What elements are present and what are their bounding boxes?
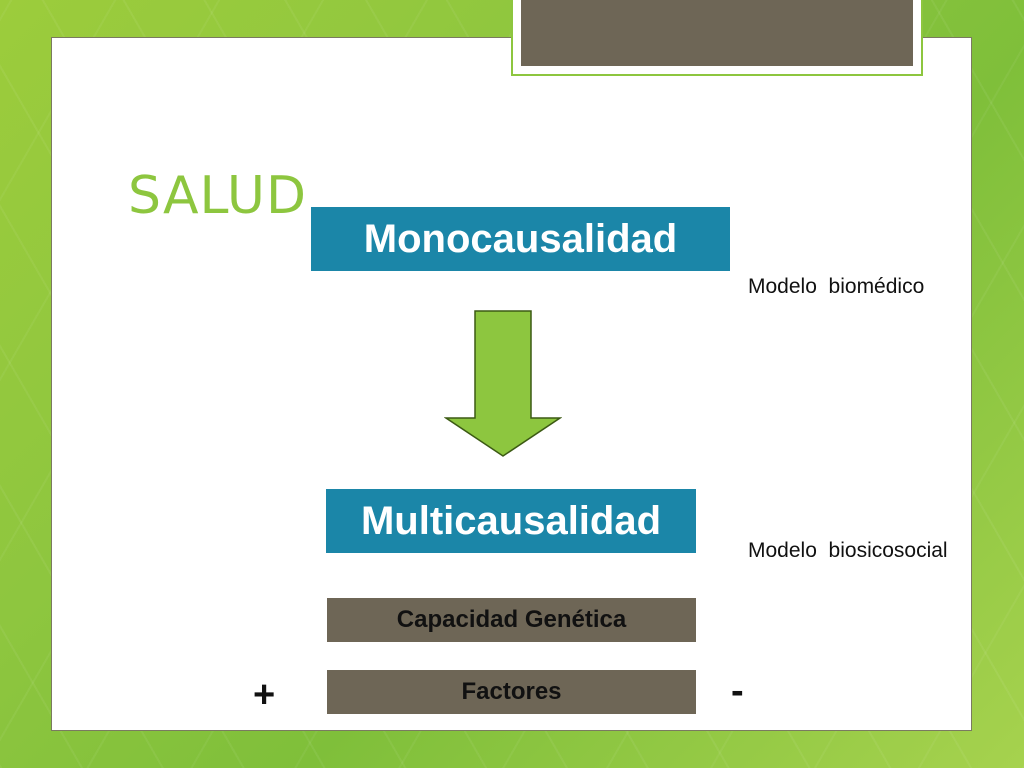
down-arrow-icon [444, 310, 562, 457]
slide-title: SALUD [128, 166, 308, 226]
header-tab-fill [521, 0, 913, 66]
monocausality-box: Monocausalidad [311, 207, 730, 271]
factors-box: Factores [327, 670, 696, 714]
multicausality-box: Multicausalidad [326, 489, 696, 553]
minus-sign: - [731, 670, 744, 712]
plus-sign: + [253, 674, 276, 716]
header-tab [511, 0, 923, 76]
biomedical-model-label: Modelo biomédico [748, 275, 925, 298]
biopsychosocial-model-label: Modelo biosicosocial [748, 539, 948, 562]
genetic-capacity-box: Capacidad Genética [327, 598, 696, 642]
